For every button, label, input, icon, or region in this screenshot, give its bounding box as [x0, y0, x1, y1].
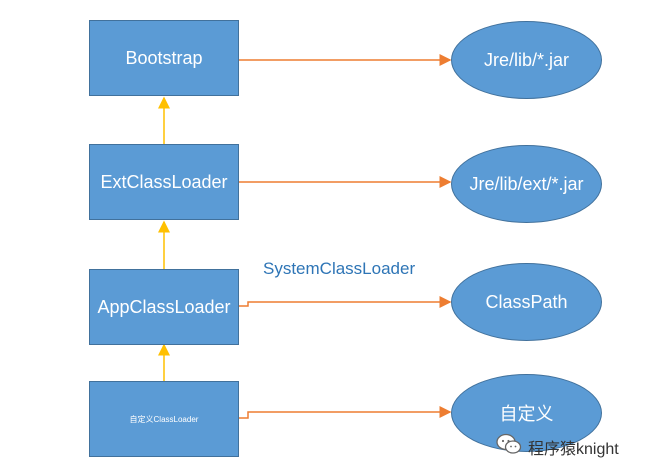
ext-classloader-label: ExtClassLoader: [100, 171, 228, 192]
arrow-app-to-classpath: [239, 296, 452, 308]
classpath-ellipse: ClassPath: [451, 263, 602, 341]
custom-classloader-label: 自定义ClassLoader: [129, 414, 199, 424]
jre-lib-label: Jre/lib/*.jar: [483, 49, 570, 70]
jre-lib-ellipse: Jre/lib/*.jar: [451, 21, 602, 99]
arrow-custom-to-custom: [239, 406, 452, 419]
ext-classloader-box: ExtClassLoader: [89, 144, 239, 220]
jre-lib-ext-label: Jre/lib/ext/*.jar: [469, 173, 584, 194]
custom-target-label: 自定义: [499, 404, 554, 424]
watermark-text: 程序猿knight: [528, 440, 619, 458]
bootstrap-box: Bootstrap: [89, 20, 239, 96]
custom-classloader-box: 自定义ClassLoader: [89, 381, 239, 457]
app-classloader-label: AppClassLoader: [97, 296, 231, 317]
bootstrap-label: Bootstrap: [125, 47, 203, 68]
jre-lib-ext-ellipse: Jre/lib/ext/*.jar: [451, 145, 602, 223]
watermark: 程序猿knight: [496, 433, 619, 460]
system-classloader-label: SystemClassLoader: [263, 259, 416, 278]
custom-target-ellipse: 自定义: [451, 374, 602, 452]
classpath-label: ClassPath: [485, 291, 568, 312]
wechat-icon: [496, 433, 522, 460]
app-classloader-box: AppClassLoader: [89, 269, 239, 345]
